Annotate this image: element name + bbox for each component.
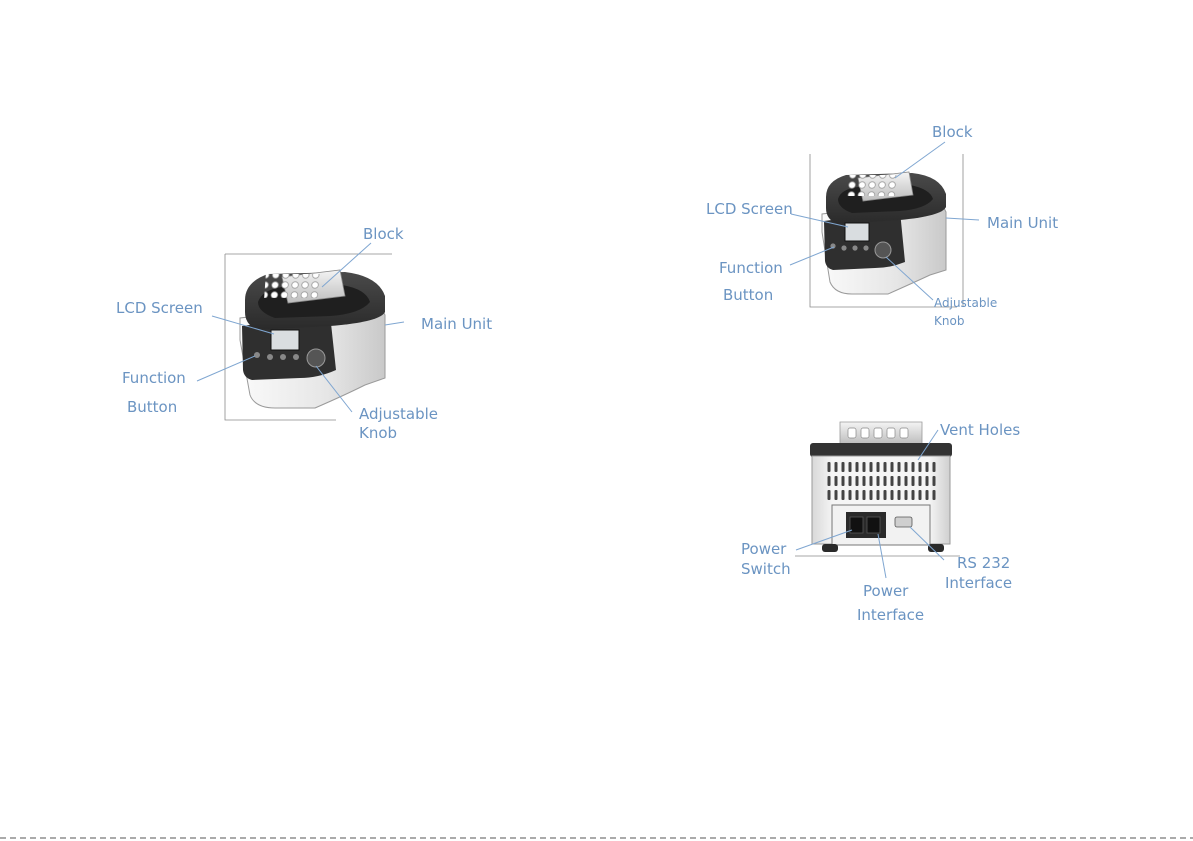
rear-label-power-switch-line1: Power: [741, 540, 787, 558]
right-top-adjustable-knob: [875, 242, 891, 258]
rear-power-socket: [867, 517, 880, 533]
right-top-label-function: Function: [719, 259, 783, 277]
rear-device-view: Vent Holes Power Switch RS 232 Interface…: [741, 421, 1020, 624]
rear-vent-holes: [826, 462, 936, 502]
rear-foot-right: [928, 544, 944, 552]
rear-label-power-interface-line1: Power: [863, 582, 909, 600]
rear-label-rs232-line1: RS 232: [957, 554, 1010, 572]
left-label-adjustable: Adjustable: [359, 405, 438, 423]
left-leader-main-unit: [385, 322, 404, 325]
right-top-leader-main-unit: [946, 218, 979, 220]
right-top-label-button: Button: [723, 286, 773, 304]
left-label-block: Block: [363, 225, 404, 243]
rear-label-power-switch-line2: Switch: [741, 560, 791, 578]
right-top-device-view: Block LCD Screen Main Unit Function Butt…: [706, 123, 1058, 328]
left-label-function: Function: [122, 369, 186, 387]
left-adjustable-knob: [307, 349, 325, 367]
right-top-block-wells: [847, 175, 897, 196]
left-label-lcd-screen: LCD Screen: [116, 299, 203, 317]
rear-foot-left: [822, 544, 838, 552]
left-label-main-unit: Main Unit: [421, 315, 492, 333]
left-label-knob: Knob: [359, 424, 397, 442]
rear-label-power-interface-line2: Interface: [857, 606, 924, 624]
rear-top-lid: [810, 443, 952, 457]
right-top-label-knob: Knob: [934, 314, 964, 328]
left-device-view: Block LCD Screen Main Unit Function Butt…: [116, 225, 492, 442]
rear-label-vent-holes: Vent Holes: [940, 421, 1020, 439]
rear-power-switch: [850, 517, 863, 533]
right-top-label-lcd-screen: LCD Screen: [706, 200, 793, 218]
left-lcd-screen: [271, 330, 299, 350]
right-top-lcd-screen: [845, 223, 869, 241]
rear-rs232-port: [895, 517, 912, 527]
rear-label-rs232-line2: Interface: [945, 574, 1012, 592]
left-block-wells: [264, 274, 322, 298]
right-top-leader-block: [895, 142, 945, 178]
right-top-label-main-unit: Main Unit: [987, 214, 1058, 232]
right-top-label-block: Block: [932, 123, 973, 141]
left-label-button: Button: [127, 398, 177, 416]
right-top-label-adjustable: Adjustable: [934, 296, 997, 310]
